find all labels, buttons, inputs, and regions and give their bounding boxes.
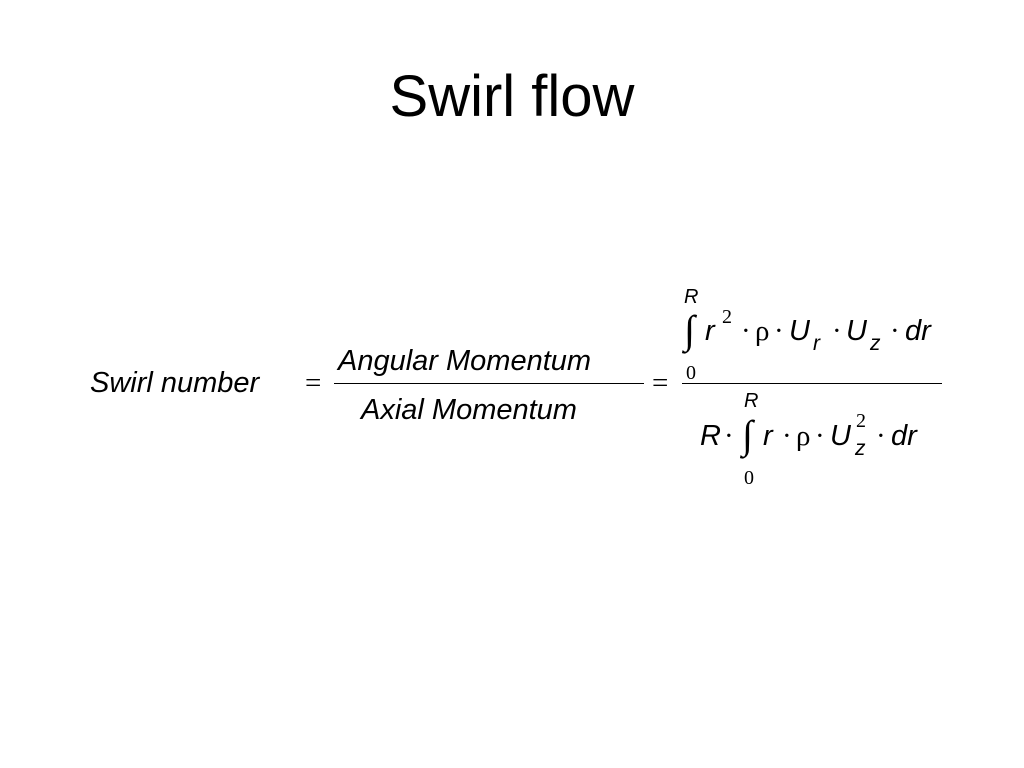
equals-sign-1: =	[305, 367, 322, 399]
equals-sign-2: =	[652, 367, 669, 399]
fraction-bar-1	[334, 383, 644, 384]
integral-sign: ∫	[684, 307, 695, 352]
dot-operator: ·	[876, 420, 886, 452]
var-r: r	[705, 315, 715, 347]
fraction-numerator-angular-momentum: Angular Momentum	[338, 345, 592, 377]
dot-operator: ·	[890, 315, 900, 347]
var-U: U	[830, 420, 851, 452]
integral-sign: ∫	[742, 412, 753, 457]
upper-limit-R: R	[744, 390, 759, 412]
var-U: U	[789, 315, 810, 347]
equation-lhs: Swirl number	[90, 367, 260, 399]
dot-operator: ·	[741, 315, 751, 347]
differential-dr: dr	[891, 420, 917, 452]
dot-operator: ·	[782, 420, 792, 452]
var-rho: ρ	[796, 420, 811, 452]
slide-title: Swirl flow	[389, 64, 635, 129]
fraction-bar-2	[682, 383, 942, 384]
subscript-z: z	[855, 437, 866, 460]
lower-limit-0: 0	[686, 362, 696, 384]
dot-operator: ·	[724, 420, 734, 452]
differential-dr: dr	[905, 315, 931, 347]
var-rho: ρ	[755, 315, 770, 347]
subscript-z: z	[870, 332, 881, 355]
var-R: R	[700, 420, 721, 452]
subscript-r: r	[813, 332, 820, 355]
upper-limit-R: R	[684, 286, 699, 308]
dot-operator: ·	[774, 315, 784, 347]
var-r: r	[763, 420, 773, 452]
exponent-2: 2	[856, 410, 866, 432]
var-U: U	[846, 315, 867, 347]
fraction-denominator-axial-momentum: Axial Momentum	[361, 394, 577, 426]
dot-operator: ·	[815, 420, 825, 452]
dot-operator: ·	[832, 315, 842, 347]
exponent-2: 2	[722, 306, 732, 328]
lower-limit-0: 0	[744, 467, 754, 489]
